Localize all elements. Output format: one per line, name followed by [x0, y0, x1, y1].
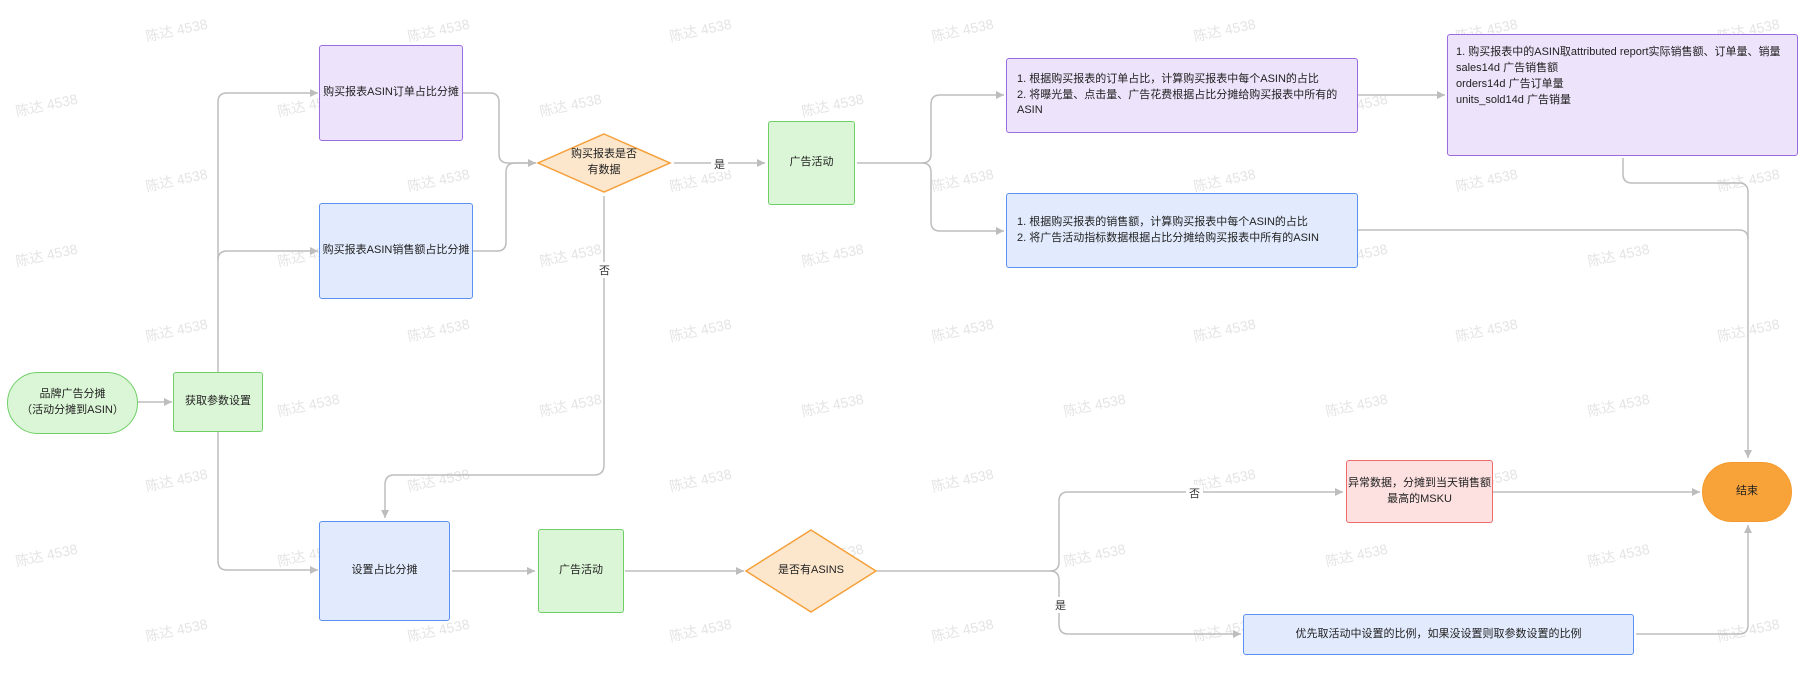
sales-detail-label: 1. 根据购买报表的销售额，计算购买报表中每个ASIN的占比 2. 将广告活动指…: [1017, 215, 1319, 244]
priority-label: 优先取活动中设置的比例，如果没设置则取参数设置的比例: [1295, 627, 1582, 640]
edge-label-no-top: 否: [596, 262, 613, 278]
decision-has-asins-shape: [744, 529, 878, 613]
ad-campaign-bottom-label: 广告活动: [559, 564, 603, 577]
abnormal-label: 异常数据，分摊到当天销售额 最高的MSKU: [1348, 476, 1491, 505]
sales-ratio-label: 购买报表ASIN销售额占比分摊: [322, 244, 470, 257]
ad-campaign-bottom-node: 广告活动: [538, 529, 624, 613]
edge-ad-to-sales-detail: [921, 162, 1004, 235]
get-params-node: 获取参数设置: [173, 372, 263, 432]
set-ratio-label: 设置占比分摊: [351, 564, 418, 577]
abnormal-node: 异常数据，分摊到当天销售额 最高的MSKU: [1346, 460, 1493, 523]
edge-attributed-to-end: [1622, 158, 1752, 458]
ad-campaign-top-node: 广告活动: [768, 121, 855, 205]
edge-asins-yes-to-priority: [1049, 570, 1241, 638]
has-asins-label: 是否有ASINS: [777, 564, 844, 577]
start-node-label: 品牌广告分摊 （活动分摊到ASIN）: [21, 388, 124, 416]
order-detail-label: 1. 根据购买报表的订单占比，计算购买报表中每个ASIN的占比 2. 将曝光量、…: [1017, 72, 1338, 117]
attributed-report-node: 1. 购买报表中的ASIN取attributed report实际销售额、订单量…: [1447, 34, 1798, 156]
end-label: 结束: [1736, 485, 1758, 498]
sales-detail-node: 1. 根据购买报表的销售额，计算购买报表中每个ASIN的占比 2. 将广告活动指…: [1006, 193, 1358, 268]
edge-sales-to-decision: [473, 162, 536, 252]
edge-params-to-order: [217, 89, 318, 372]
end-node: 结束: [1702, 462, 1792, 522]
order-ratio-node: 购买报表ASIN订单占比分摊: [319, 45, 463, 141]
edge-label-yes-top: 是: [711, 156, 728, 172]
order-detail-node: 1. 根据购买报表的订单占比，计算购买报表中每个ASIN的占比 2. 将曝光量、…: [1006, 58, 1358, 133]
get-params-label: 获取参数设置: [185, 395, 251, 408]
edge-params-to-sales: [217, 247, 318, 261]
ad-campaign-top-label: 广告活动: [789, 156, 834, 169]
priority-node: 优先取活动中设置的比例，如果没设置则取参数设置的比例: [1243, 614, 1634, 655]
attributed-report-label: 1. 购买报表中的ASIN取attributed report实际销售额、订单量…: [1456, 46, 1781, 106]
sales-ratio-node: 购买报表ASIN销售额占比分摊: [319, 203, 473, 299]
edge-ad-to-order-detail: [857, 91, 1004, 164]
decision-has-data-shape: [536, 133, 672, 193]
edge-order-to-decision: [463, 92, 536, 167]
edge-asins-no-to-abnormal: [877, 488, 1343, 572]
edge-params-to-set: [217, 432, 318, 574]
edge-sales-detail-to-end: [1358, 229, 1749, 240]
edge-label-yes-bottom: 是: [1052, 597, 1069, 613]
edge-decision-no-to-set: [381, 196, 605, 518]
edge-priority-to-end: [1636, 525, 1752, 635]
set-ratio-node: 设置占比分摊: [319, 521, 450, 621]
start-node: 品牌广告分摊 （活动分摊到ASIN）: [7, 372, 138, 434]
has-data-label: 购买报表是否 有数据: [571, 148, 637, 176]
order-ratio-label: 购买报表ASIN订单占比分摊: [323, 86, 459, 99]
edge-label-no-bottom: 否: [1186, 485, 1203, 501]
